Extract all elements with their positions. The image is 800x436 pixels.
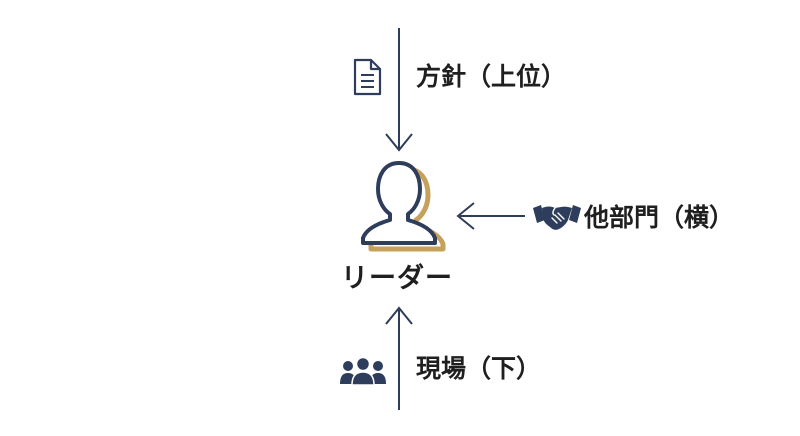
handshake-icon (533, 205, 581, 230)
bottom-label: 現場（下） (416, 354, 542, 383)
arrow-from-bottom (385, 306, 413, 410)
arrow-from-top (385, 28, 413, 152)
leader-label: リーダー (341, 263, 453, 294)
group-icon (340, 356, 386, 386)
person-outline-icon (361, 161, 446, 252)
right-label: 他部門（横） (584, 203, 735, 232)
document-icon (353, 58, 382, 96)
arrow-from-right (456, 202, 525, 230)
top-label: 方針（上位） (416, 62, 567, 91)
